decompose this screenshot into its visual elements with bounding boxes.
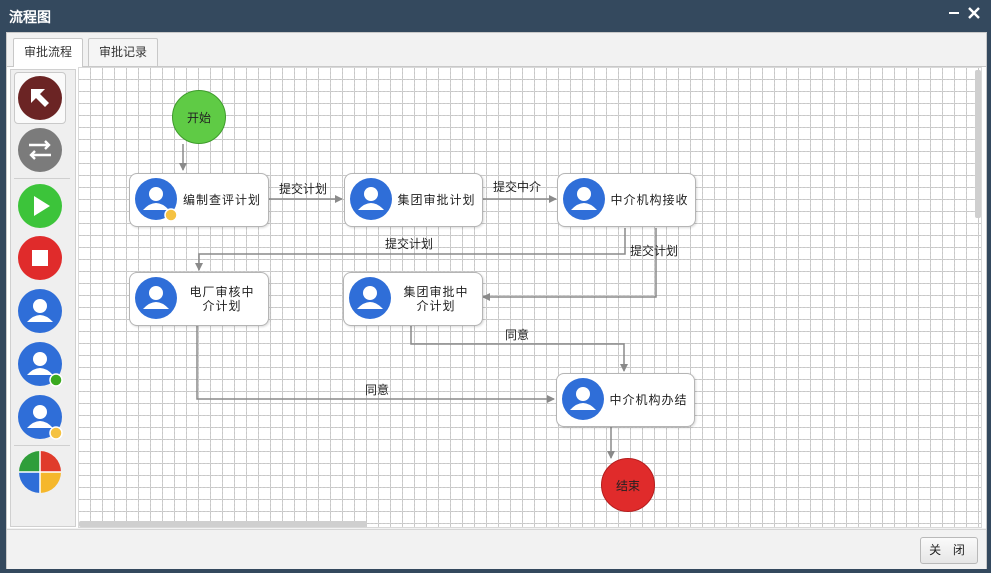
user-icon xyxy=(349,277,395,326)
task-pending-tool-icon[interactable] xyxy=(18,395,63,440)
tab-approval-records[interactable]: 审批记录 xyxy=(88,38,159,66)
edge-label: 同意 xyxy=(365,383,390,397)
flow-canvas[interactable]: 开始 编制查评计划 集团审批计划 中介机构接收 xyxy=(78,67,982,528)
edge-n3-to-n5 xyxy=(482,228,657,301)
end-tool-icon[interactable] xyxy=(18,236,62,280)
tab-bar: 审批流程 审批记录 xyxy=(7,33,986,67)
window-title: 流程图 xyxy=(9,10,51,26)
title-bar: 流程图 xyxy=(0,0,991,32)
edges-layer xyxy=(179,144,657,459)
edge-label: 提交计划 xyxy=(630,244,679,258)
task-tool-icon[interactable] xyxy=(18,289,62,333)
user-icon xyxy=(350,178,396,227)
user-icon xyxy=(562,378,608,427)
task-node-label: 电厂审核中介计划 xyxy=(189,285,255,313)
user-pending-icon xyxy=(135,178,181,227)
start-tool-icon[interactable] xyxy=(18,184,62,228)
minimize-icon[interactable] xyxy=(945,6,963,24)
edge-n5-to-n6 xyxy=(410,325,628,372)
palette-divider xyxy=(14,445,70,446)
fork-tool-icon[interactable] xyxy=(18,450,62,494)
task-node-group-approve-agency-plan[interactable]: 集团审批中介计划 xyxy=(343,272,483,326)
edge-n3-to-n4 xyxy=(195,228,626,271)
tool-palette xyxy=(10,69,76,527)
edge-label: 同意 xyxy=(505,328,530,342)
task-node-label: 集团审批计划 xyxy=(397,193,476,207)
select-tool-icon[interactable] xyxy=(18,76,62,120)
edge-label: 提交计划 xyxy=(385,237,434,251)
task-node-group-approve-plan[interactable]: 集团审批计划 xyxy=(344,173,483,227)
task-node-plant-review-agency-plan[interactable]: 电厂审核中介计划 xyxy=(129,272,269,326)
task-done-tool-icon[interactable] xyxy=(18,342,63,387)
task-node-label: 编制查评计划 xyxy=(182,193,261,207)
end-node-label: 结束 xyxy=(615,478,640,493)
user-icon xyxy=(135,277,181,326)
task-node-label: 中介机构办结 xyxy=(609,393,688,407)
transition-tool-icon[interactable] xyxy=(18,128,62,172)
task-node-compile-plan[interactable]: 编制查评计划 xyxy=(129,173,269,227)
tab-content: 开始 编制查评计划 集团审批计划 中介机构接收 xyxy=(7,67,986,528)
task-node-label: 中介机构接收 xyxy=(610,193,689,207)
close-icon[interactable] xyxy=(965,6,983,24)
task-node-agency-complete[interactable]: 中介机构办结 xyxy=(556,373,695,427)
flowchart-dialog: 审批流程 审批记录 xyxy=(6,32,987,569)
edge-n4-to-n6 xyxy=(196,326,555,403)
edge-label: 提交中介 xyxy=(493,180,542,194)
task-node-label: 集团审批中介计划 xyxy=(403,285,469,313)
tab-approval-flow[interactable]: 审批流程 xyxy=(13,38,84,67)
close-button[interactable]: 关 闭 xyxy=(920,537,978,564)
start-node[interactable]: 开始 xyxy=(172,90,226,144)
end-node[interactable]: 结束 xyxy=(601,458,655,512)
start-node-label: 开始 xyxy=(186,110,211,125)
edge-label: 提交计划 xyxy=(279,182,328,196)
palette-divider xyxy=(14,178,70,179)
vertical-scrollbar[interactable] xyxy=(975,70,981,218)
horizontal-scrollbar[interactable] xyxy=(79,521,367,527)
task-node-agency-receive[interactable]: 中介机构接收 xyxy=(557,173,696,227)
user-icon xyxy=(563,178,609,227)
dialog-footer: 关 闭 xyxy=(7,529,986,569)
